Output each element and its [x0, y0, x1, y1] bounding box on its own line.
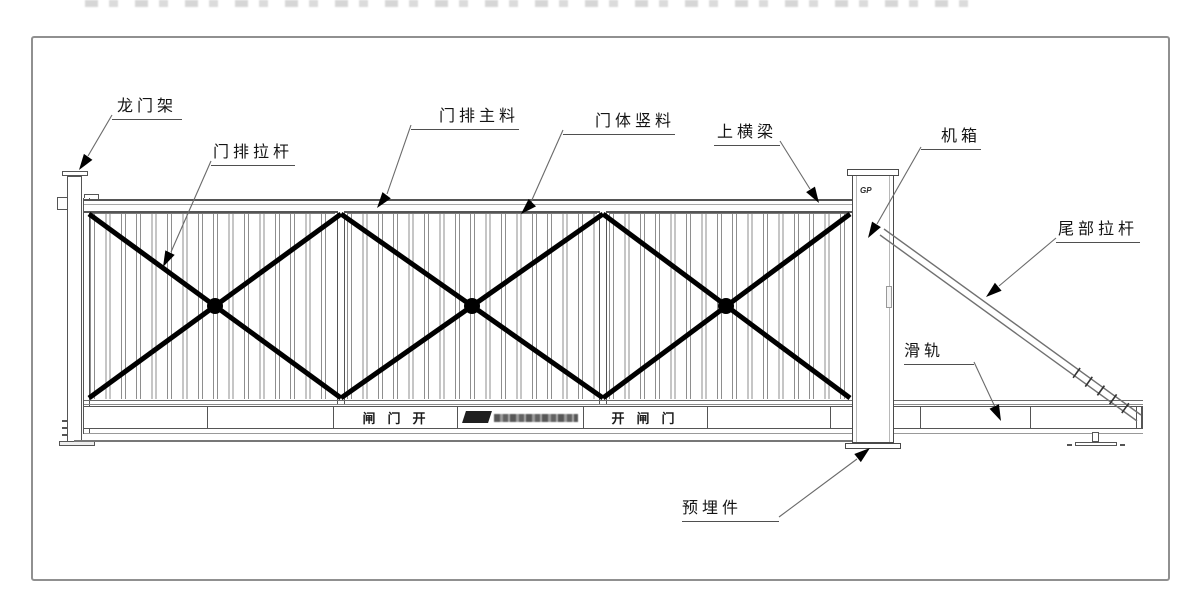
rail-foot-stem [1092, 432, 1099, 442]
rail-foot-base [1075, 442, 1117, 446]
rail-segment-divider [457, 407, 459, 428]
ground-track-line [74, 440, 894, 442]
rail-text-right: 开闸门 [611, 411, 687, 426]
panel-divider-post [337, 211, 345, 405]
label-machine-box: 机箱 [921, 122, 981, 150]
machine-box-handle [886, 286, 892, 308]
drawing-frame [31, 36, 1170, 581]
column-inner-line [856, 176, 857, 442]
panel-divider-post [599, 211, 607, 405]
beam-inner-line [84, 204, 852, 205]
brace-center-hubs [207, 298, 734, 314]
label-gantry-frame: 龙门架 [112, 92, 182, 120]
label-top-beam: 上横梁 [714, 118, 780, 146]
tail-tie-rod-lines [879, 228, 1142, 422]
label-door-row-main-profile: 门排主料 [411, 102, 519, 130]
rail-segment-divider [583, 407, 585, 428]
label-door-row-tie-rod: 门排拉杆 [211, 138, 295, 166]
machine-box-logo: GP [860, 186, 872, 195]
leader-arrowheads [79, 153, 1002, 463]
bolt-tick [62, 434, 68, 436]
gantry-post-cap [62, 171, 88, 176]
turnbuckle-ticks [1072, 367, 1130, 414]
leader-lines [87, 114, 1057, 518]
rail-segment-divider [207, 407, 209, 428]
gate-top-beam [84, 199, 852, 213]
column-inner-line [889, 176, 890, 442]
rail-segment-divider [707, 407, 709, 428]
rail-end-inner-line [1136, 407, 1138, 428]
bottom-chord-line-2 [84, 403, 1143, 405]
foot-anchor-tick [1120, 443, 1125, 446]
label-embedded-part: 预埋件 [682, 494, 779, 522]
gantry-post-base-flange [59, 441, 95, 446]
brand-logo-text [494, 414, 578, 422]
label-tail-tie-rod: 尾部拉杆 [1056, 215, 1140, 243]
rail-segment-divider [830, 407, 832, 428]
foot-anchor-tick [1067, 443, 1072, 446]
rail-text-left: 闸门开 [362, 411, 438, 426]
rail-under-line [84, 433, 1143, 434]
gate-left-member [83, 198, 90, 434]
bottom-chord-line [84, 400, 1143, 402]
rail-segment-divider [333, 407, 335, 428]
label-door-body-vertical-profile: 门体竖料 [563, 107, 675, 135]
cropped-title-fragment [85, 0, 985, 7]
bolt-tick [62, 420, 68, 422]
label-slide-rail: 滑轨 [904, 337, 974, 365]
gantry-post-bracket [57, 197, 68, 210]
embedded-base-plate [845, 443, 901, 449]
rail-segment-divider [1030, 407, 1032, 428]
rail-segment-divider [920, 407, 922, 428]
bolt-tick [62, 427, 68, 429]
machine-box-column: GP [852, 175, 894, 443]
